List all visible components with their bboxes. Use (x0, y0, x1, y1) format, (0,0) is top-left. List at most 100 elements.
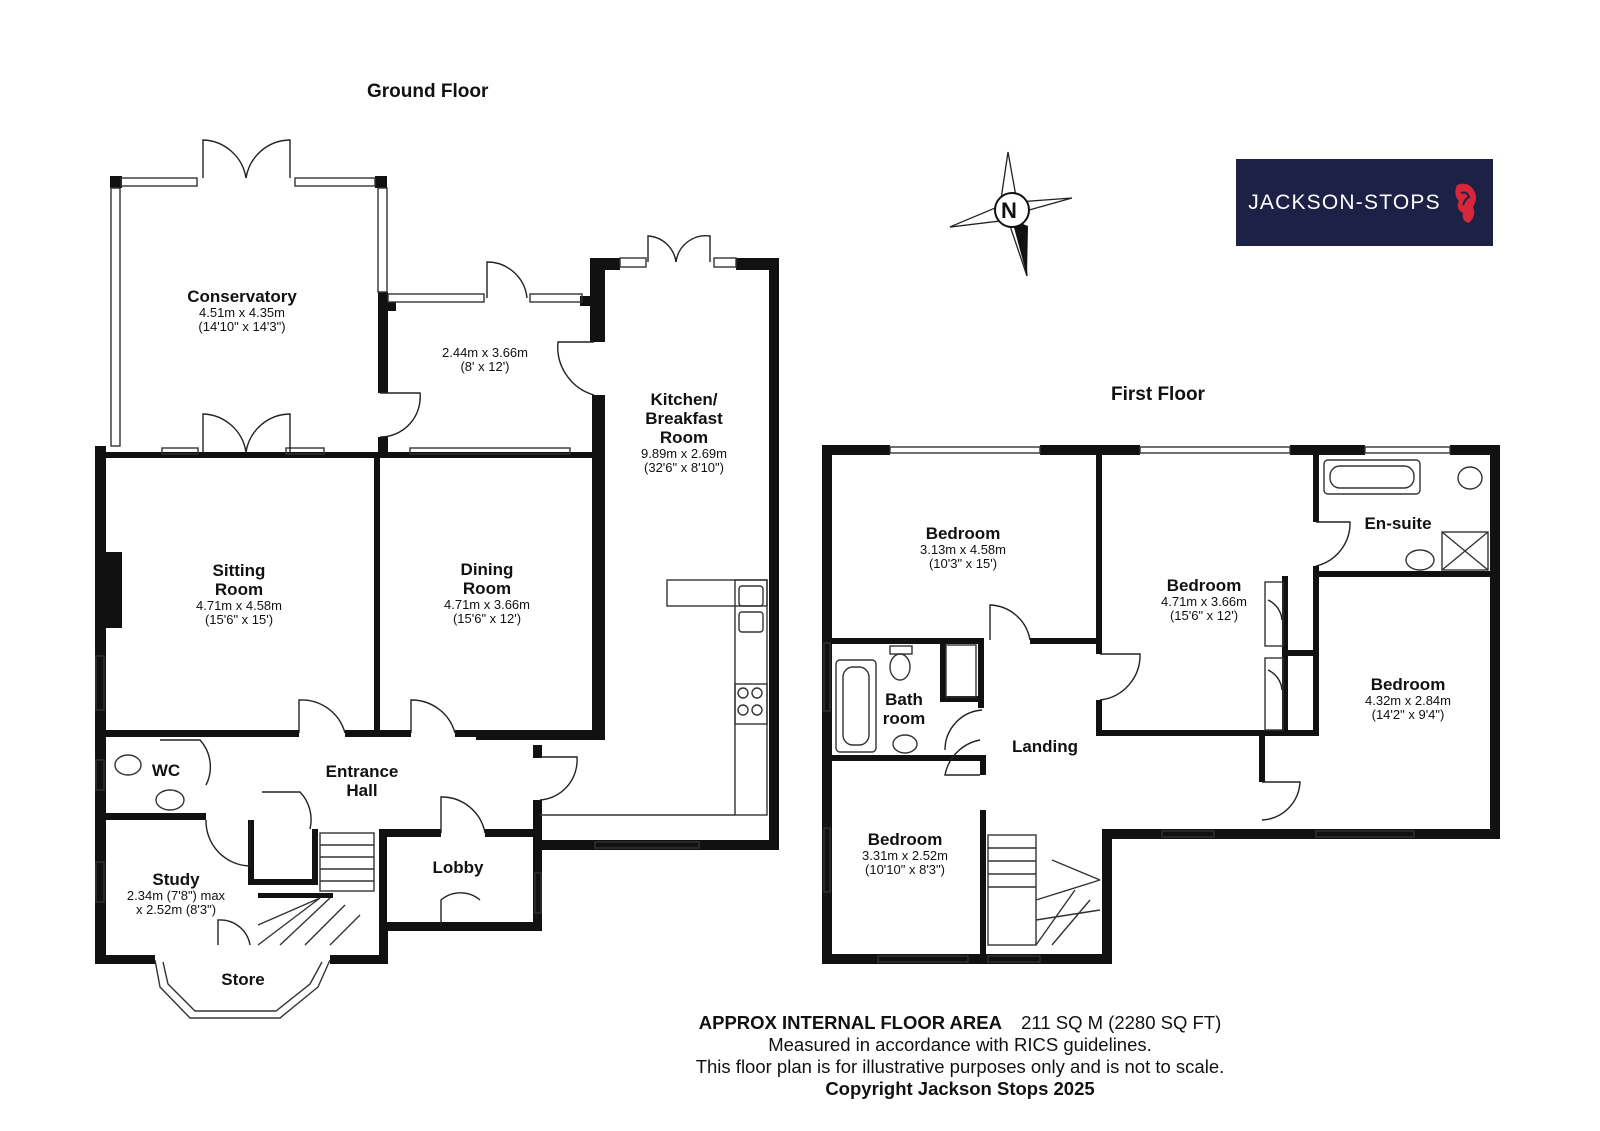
room-name: WC (151, 761, 181, 780)
windows-and-details (95, 177, 1489, 1019)
wall (476, 730, 605, 740)
stairs (319, 832, 375, 892)
copyright: Copyright Jackson Stops 2025 (825, 1078, 1095, 1099)
wall (1030, 638, 1100, 644)
room-sitting: Sitting Room 4.71m x 4.58m (15'6" x 15') (196, 561, 282, 627)
wall (95, 955, 155, 964)
bath (1329, 465, 1415, 489)
room-name: Dining (460, 560, 514, 579)
room-name: Bedroom (1166, 576, 1242, 595)
window (823, 827, 831, 893)
window (95, 759, 105, 791)
window (409, 447, 571, 455)
room-study: Study 2.34m (7'8") max x 2.52m (8'3") (127, 870, 225, 917)
window (594, 841, 700, 849)
bath (835, 659, 877, 753)
basin (1405, 549, 1435, 571)
window (823, 642, 831, 712)
room-name: Landing (1011, 737, 1079, 756)
basin (155, 789, 185, 811)
room-name: Lobby (432, 858, 484, 877)
stairs (257, 897, 361, 946)
wall (106, 813, 206, 820)
wall (1096, 452, 1102, 654)
wall (375, 176, 387, 188)
cupboard (945, 644, 977, 698)
lion-emblem-icon (1455, 183, 1476, 223)
room-metric: 4.32m x 2.84m (1365, 693, 1451, 708)
wall (106, 452, 596, 458)
wall (1102, 829, 1112, 964)
chimney-breast (106, 552, 122, 628)
toilet (114, 754, 142, 776)
wall (595, 590, 597, 592)
wall (110, 176, 122, 188)
floor-area-footer: APPROX INTERNAL FLOOR AREA 211 SQ M (228… (640, 1012, 1280, 1100)
room-bedroom-4: Bedroom 3.31m x 2.52m (10'10" x 8'3") (862, 830, 948, 877)
hob (737, 687, 749, 699)
ground-floor-label: Ground Floor (367, 81, 489, 102)
window (1315, 830, 1415, 838)
wall (1102, 829, 1499, 839)
room-imperial: (14'2" x 9'4") (1371, 707, 1445, 722)
room-lobby: Lobby (433, 858, 484, 877)
room-imperial: (15'6" x 15') (204, 612, 274, 627)
room-imperial: (15'6" x 12') (1169, 608, 1239, 623)
room-metric: 4.71m x 3.66m (444, 597, 530, 612)
basin (892, 734, 918, 754)
room-name: Breakfast (645, 409, 723, 428)
room-store: Store (221, 970, 264, 989)
toilet (1457, 466, 1483, 490)
wall (258, 893, 333, 898)
kitchen-worktop (666, 579, 768, 607)
wall (736, 258, 779, 270)
room-kitchen: Kitchen/ Breakfast Room 9.89m x 2.69m (3… (641, 390, 727, 475)
room-bedroom-1: Bedroom 3.13m x 4.58m (10'3" x 15') (920, 524, 1006, 571)
rics-note: Measured in accordance with RICS guideli… (768, 1034, 1152, 1055)
room-name: Bedroom (925, 524, 1001, 543)
room-name: Sitting (212, 561, 266, 580)
disclaimer: This floor plan is for illustrative purp… (695, 1056, 1225, 1077)
wall (455, 730, 480, 737)
room-metric: 3.13m x 4.58m (920, 542, 1006, 557)
room-imperial: x 2.52m (8'3") (135, 902, 217, 917)
wall (533, 745, 542, 758)
wall (832, 755, 986, 761)
wardrobe (1264, 581, 1284, 647)
wall (374, 452, 380, 736)
room-wc: WC (152, 761, 180, 780)
window (377, 187, 388, 293)
bay-window (154, 959, 331, 1019)
wall (769, 258, 779, 850)
toilet (889, 653, 911, 681)
room-name: Hall (346, 781, 378, 800)
room-landing: Landing (1012, 737, 1078, 756)
sink (738, 585, 764, 607)
room-name: room (882, 709, 926, 728)
room-metric: 4.71m x 3.66m (1161, 594, 1247, 609)
wall (379, 922, 541, 931)
wall (1040, 445, 1140, 455)
room-name: Conservatory (187, 287, 297, 306)
window (619, 257, 647, 268)
room-name: Room (659, 428, 709, 447)
wall (1096, 700, 1102, 736)
wall (330, 955, 387, 964)
room-garden-room: 2.44m x 3.66m (8' x 12') (442, 346, 528, 374)
window (387, 293, 485, 303)
window (987, 955, 1041, 963)
window (120, 177, 198, 187)
window (1161, 830, 1215, 838)
wall (1282, 650, 1318, 656)
room-imperial: (14'10" x 14'3") (198, 319, 286, 334)
window (95, 861, 105, 903)
window (285, 447, 325, 455)
room-name: Study (152, 870, 200, 889)
wall (1313, 452, 1319, 522)
room-bedroom-3: Bedroom 4.32m x 2.84m (14'2" x 9'4") (1365, 675, 1451, 722)
room-name: Entrance (325, 762, 399, 781)
room-ensuite: En-suite (1364, 514, 1431, 533)
walls (95, 176, 1500, 964)
room-name: En-suite (1364, 514, 1432, 533)
wall (248, 820, 254, 885)
